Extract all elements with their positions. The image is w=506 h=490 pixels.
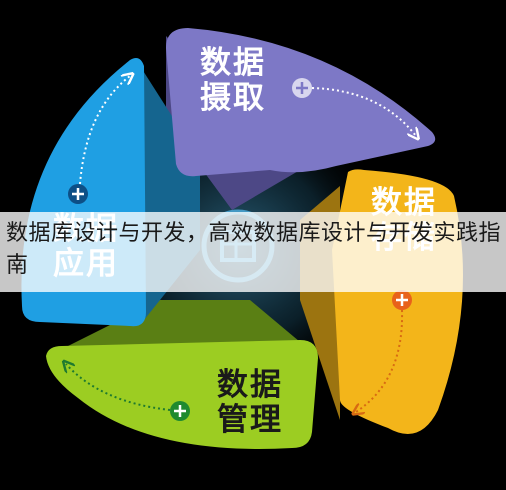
ingest-plus-icon <box>292 78 312 98</box>
management-plus-icon <box>170 401 190 421</box>
ingest-label-line1: 数据 <box>200 45 266 81</box>
bottom-segment-side <box>60 300 312 352</box>
management-label-line1: 数据 <box>217 367 283 403</box>
management-segment <box>46 340 318 449</box>
application-plus-icon <box>68 184 88 204</box>
storage-plus-icon <box>392 290 412 310</box>
ingest-flow-arrow <box>311 87 416 136</box>
ingest-segment <box>166 28 436 177</box>
application-flow-arrow <box>79 76 130 185</box>
storage-flow-arrow <box>356 309 404 412</box>
ingest-label: 数据 摄取 <box>188 46 278 115</box>
management-flow-arrow <box>66 364 171 411</box>
management-label: 数据 管理 <box>204 368 296 437</box>
management-label-line2: 管理 <box>217 401 283 438</box>
caption-text: 数据库设计与开发，高效数据库设计与开发实践指南 <box>6 221 502 278</box>
ingest-label-line2: 摄取 <box>200 79 266 116</box>
caption-banner <box>0 212 506 292</box>
